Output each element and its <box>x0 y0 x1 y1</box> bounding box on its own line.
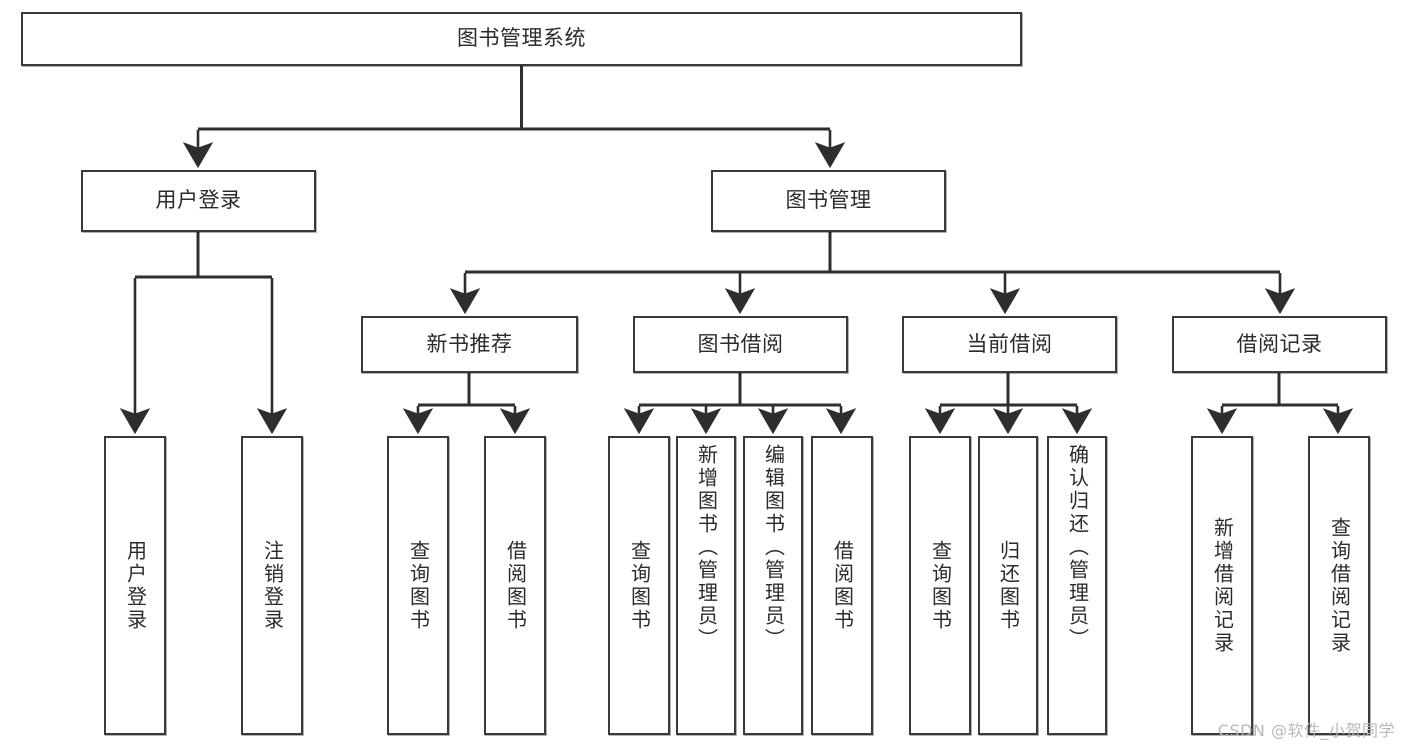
node-label-user-login: 用户登录 <box>155 188 242 213</box>
node-leaf-query-book-3[interactable]: 查询图书 <box>909 436 971 735</box>
node-label-leaf-user-login: 用户登录 <box>123 539 148 632</box>
node-leaf-borrow-book-2[interactable]: 借阅图书 <box>811 436 873 735</box>
node-label-borrow-record: 借阅记录 <box>1236 331 1323 356</box>
node-label-leaf-add-book: 新增图书（管理员） <box>694 444 719 651</box>
node-label-book-borrow: 图书借阅 <box>697 331 784 356</box>
node-label-leaf-query-book-1: 查询图书 <box>406 539 431 632</box>
node-label-book-management: 图书管理 <box>785 188 872 213</box>
node-leaf-confirm-return[interactable]: 确认归还（管理员） <box>1047 436 1107 735</box>
node-label-leaf-logout-login: 注销登录 <box>260 539 285 632</box>
node-leaf-borrow-book-1[interactable]: 借阅图书 <box>484 436 546 735</box>
node-label-leaf-add-record: 新增借阅记录 <box>1210 516 1235 655</box>
node-label-current-borrow: 当前借阅 <box>966 331 1053 356</box>
node-root-book-management-system[interactable]: 图书管理系统 <box>21 12 1022 66</box>
node-leaf-logout-login[interactable]: 注销登录 <box>241 436 303 735</box>
node-book-borrow[interactable]: 图书借阅 <box>633 316 848 373</box>
node-label-root: 图书管理系统 <box>457 26 586 51</box>
node-label-leaf-return-book: 归还图书 <box>996 539 1021 632</box>
node-leaf-query-record[interactable]: 查询借阅记录 <box>1308 436 1370 735</box>
node-label-leaf-confirm-return: 确认归还（管理员） <box>1065 444 1090 651</box>
node-leaf-add-record[interactable]: 新增借阅记录 <box>1191 436 1253 735</box>
node-leaf-user-login[interactable]: 用户登录 <box>104 436 166 735</box>
node-leaf-edit-book[interactable]: 编辑图书（管理员） <box>743 436 803 735</box>
node-book-management[interactable]: 图书管理 <box>711 170 946 232</box>
node-label-new-book-recommend: 新书推荐 <box>426 331 513 356</box>
node-current-borrow[interactable]: 当前借阅 <box>902 316 1117 373</box>
node-leaf-add-book[interactable]: 新增图书（管理员） <box>676 436 736 735</box>
csdn-watermark: CSDN @软件_小贺同学 <box>1217 721 1395 740</box>
node-leaf-return-book[interactable]: 归还图书 <box>978 436 1038 735</box>
node-label-leaf-query-book-3: 查询图书 <box>928 539 953 632</box>
node-leaf-query-book-1[interactable]: 查询图书 <box>387 436 449 735</box>
node-label-leaf-borrow-book-2: 借阅图书 <box>830 539 855 632</box>
node-label-leaf-edit-book: 编辑图书（管理员） <box>761 444 786 651</box>
node-new-book-recommend[interactable]: 新书推荐 <box>361 316 578 373</box>
node-leaf-query-book-2[interactable]: 查询图书 <box>608 436 670 735</box>
node-label-leaf-query-book-2: 查询图书 <box>627 539 652 632</box>
node-label-leaf-borrow-book-1: 借阅图书 <box>503 539 528 632</box>
node-user-login[interactable]: 用户登录 <box>81 170 316 232</box>
node-borrow-record[interactable]: 借阅记录 <box>1172 316 1387 373</box>
node-label-leaf-query-record: 查询借阅记录 <box>1327 516 1352 655</box>
